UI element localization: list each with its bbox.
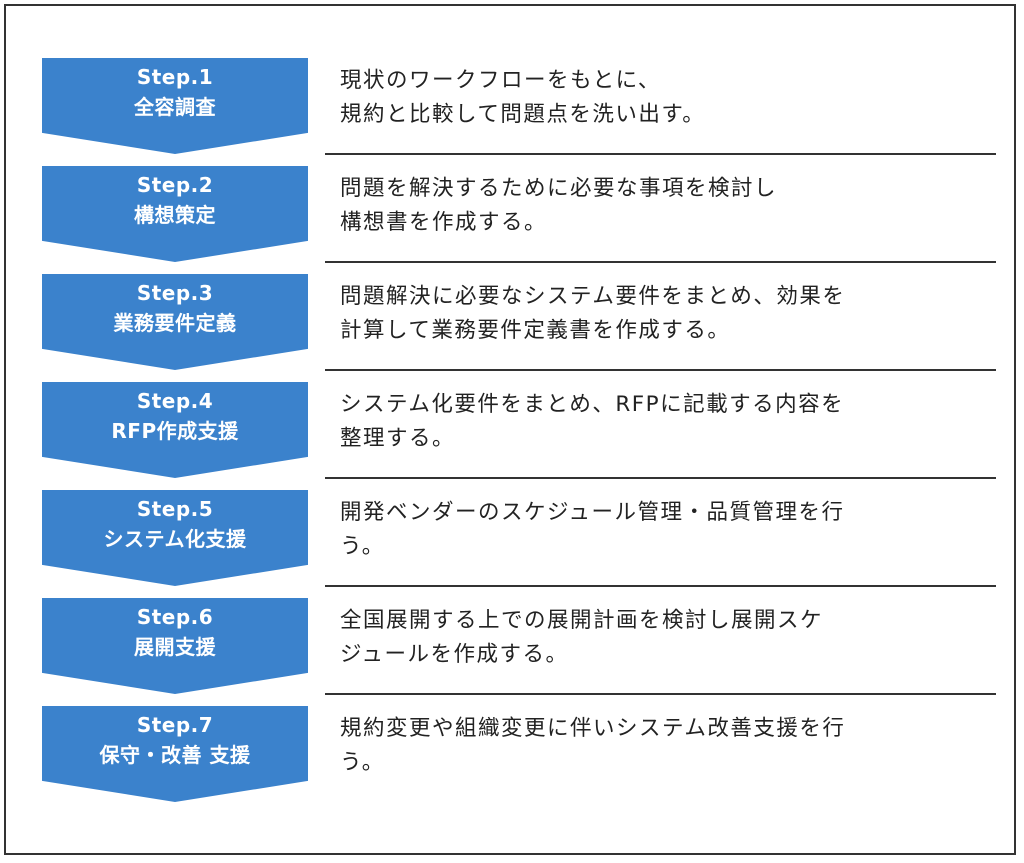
row-divider — [325, 477, 996, 479]
step-number: Step.4 — [136, 389, 214, 413]
step-row-2: Step.2 構想策定 問題を解決するために必要な事項を検討し 構想書を作成する… — [42, 166, 996, 274]
step-title: 保守・改善 支援 — [99, 743, 251, 767]
step-number: Step.2 — [136, 173, 214, 197]
step-row-5: Step.5 システム化支援 開発ベンダーのスケジュール管理・品質管理を行 う。 — [42, 490, 996, 598]
step-row-1: Step.1 全容調査 現状のワークフローをもとに、 規約と比較して問題点を洗い… — [42, 58, 996, 166]
description-line: 問題を解決するために必要な事項を検討し — [340, 176, 778, 201]
step-description: 規約変更や組織変更に伴いシステム改善支援を行 う。 — [340, 712, 980, 780]
step-number: Step.1 — [136, 65, 214, 89]
step-title: 業務要件定義 — [113, 311, 237, 335]
step-description: 現状のワークフローをもとに、 規約と比較して問題点を洗い出す。 — [340, 64, 980, 132]
step-number: Step.7 — [136, 713, 214, 737]
step-title: RFP作成支援 — [111, 419, 239, 443]
step-chevron-3: Step.3 業務要件定義 — [42, 274, 308, 370]
step-number: Step.3 — [136, 281, 214, 305]
step-description: 全国展開する上での展開計画を検討し展開スケ ジュールを作成する。 — [340, 604, 980, 672]
step-row-3: Step.3 業務要件定義 問題解決に必要なシステム要件をまとめ、効果を 計算し… — [42, 274, 996, 382]
description-line: う。 — [340, 750, 385, 775]
step-row-6: Step.6 展開支援 全国展開する上での展開計画を検討し展開スケ ジュールを作… — [42, 598, 996, 706]
description-line: システム化要件をまとめ、RFPに記載する内容を — [340, 392, 845, 417]
diagram-frame: Step.1 全容調査 現状のワークフローをもとに、 規約と比較して問題点を洗い… — [4, 4, 1016, 855]
description-line: う。 — [340, 534, 385, 559]
row-divider — [325, 693, 996, 695]
step-row-7: Step.7 保守・改善 支援 規約変更や組織変更に伴いシステム改善支援を行 う… — [42, 706, 996, 814]
step-description: 問題解決に必要なシステム要件をまとめ、効果を 計算して業務要件定義書を作成する。 — [340, 280, 980, 348]
step-row-4: Step.4 RFP作成支援 システム化要件をまとめ、RFPに記載する内容を 整… — [42, 382, 996, 490]
step-title: 全容調査 — [134, 95, 216, 119]
step-number: Step.6 — [136, 605, 214, 629]
row-divider — [325, 585, 996, 587]
step-chevron-4: Step.4 RFP作成支援 — [42, 382, 308, 478]
description-line: 全国展開する上での展開計画を検討し展開スケ — [340, 608, 824, 633]
step-description: システム化要件をまとめ、RFPに記載する内容を 整理する。 — [340, 388, 980, 456]
step-number: Step.5 — [136, 497, 214, 521]
description-line: 整理する。 — [340, 426, 456, 451]
step-chevron-2: Step.2 構想策定 — [42, 166, 308, 262]
description-line: 構想書を作成する。 — [340, 210, 548, 235]
step-description: 開発ベンダーのスケジュール管理・品質管理を行 う。 — [340, 496, 980, 564]
step-chevron-1: Step.1 全容調査 — [42, 58, 308, 154]
step-title: システム化支援 — [103, 527, 247, 551]
description-line: 規約変更や組織変更に伴いシステム改善支援を行 — [340, 716, 846, 741]
description-line: 計算して業務要件定義書を作成する。 — [340, 318, 731, 343]
step-chevron-7: Step.7 保守・改善 支援 — [42, 706, 308, 802]
description-line: 規約と比較して問題点を洗い出す。 — [340, 102, 706, 127]
description-line: 開発ベンダーのスケジュール管理・品質管理を行 — [340, 500, 845, 525]
description-line: 現状のワークフローをもとに、 — [340, 68, 661, 93]
step-description: 問題を解決するために必要な事項を検討し 構想書を作成する。 — [340, 172, 980, 240]
row-divider — [325, 369, 996, 371]
step-title: 構想策定 — [134, 203, 216, 227]
row-divider — [325, 261, 996, 263]
step-title: 展開支援 — [134, 635, 216, 659]
description-line: 問題解決に必要なシステム要件をまとめ、効果を — [340, 284, 846, 309]
step-chevron-5: Step.5 システム化支援 — [42, 490, 308, 586]
description-line: ジュールを作成する。 — [340, 642, 569, 667]
row-divider — [325, 153, 996, 155]
step-chevron-6: Step.6 展開支援 — [42, 598, 308, 694]
